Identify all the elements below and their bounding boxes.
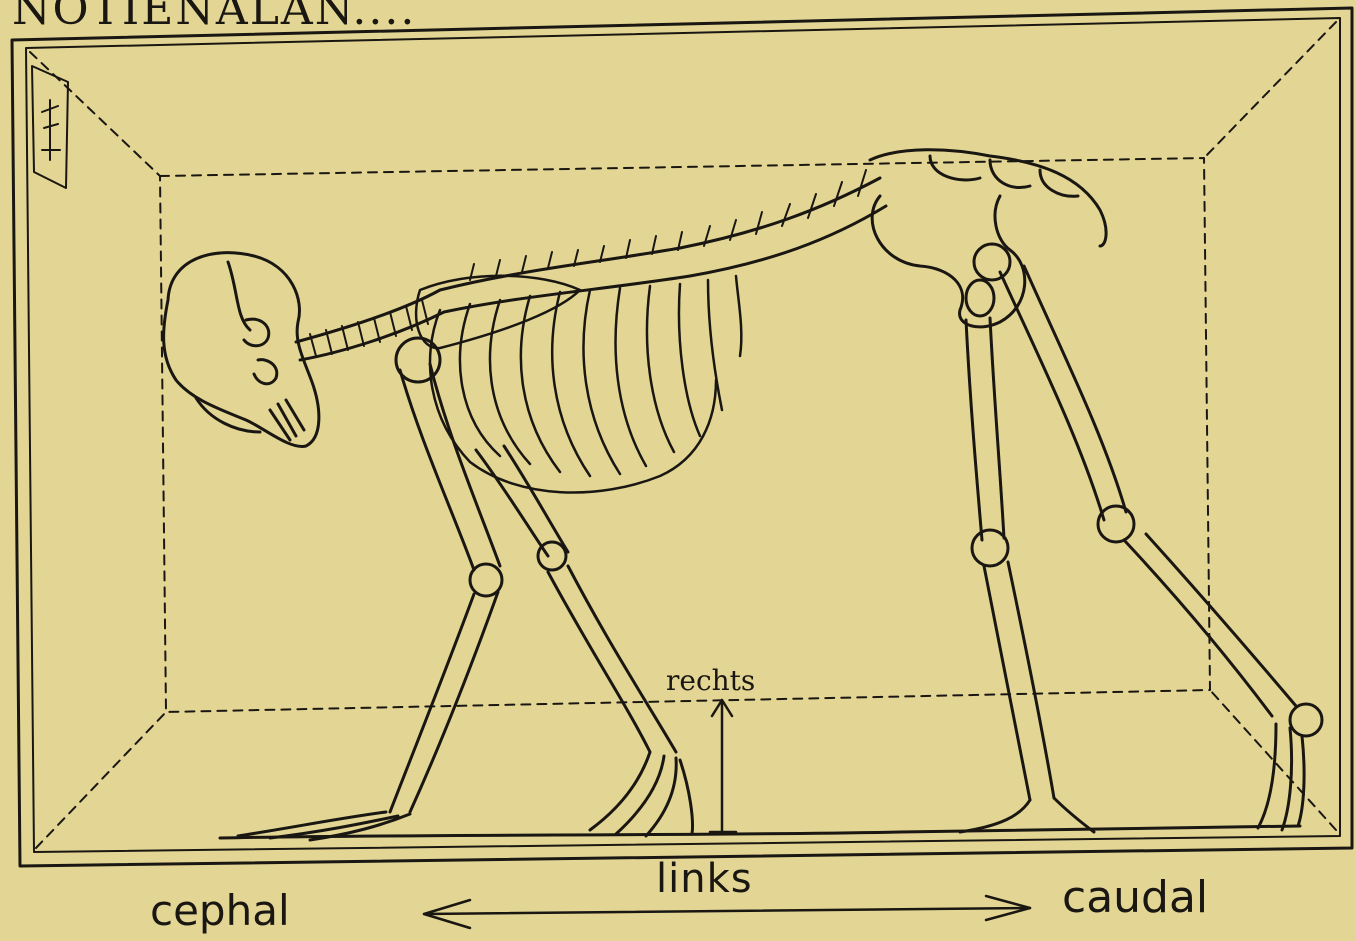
skull [164, 253, 319, 447]
rechts-arrow [710, 700, 736, 832]
label-caudal: caudal [1062, 872, 1208, 923]
spine [296, 178, 886, 360]
hind-legs [960, 266, 1322, 832]
label-links: links [656, 856, 753, 902]
label-cephal: cephal [150, 886, 290, 935]
pelvis [870, 150, 1106, 327]
perspective-box [30, 22, 1336, 848]
emblem-mark [32, 66, 68, 188]
rib-cage [430, 276, 741, 493]
outer-frame [12, 8, 1352, 866]
label-rechts: rechts [666, 664, 755, 697]
ground-line [220, 826, 1300, 838]
